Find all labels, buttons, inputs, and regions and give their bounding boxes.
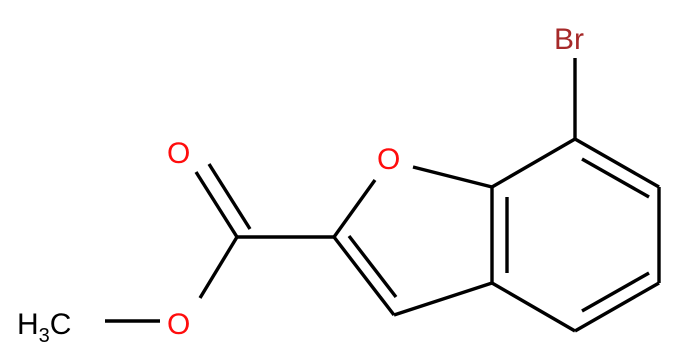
benzene-ring bbox=[490, 137, 661, 333]
bond-ccarbonyl-oester bbox=[198, 236, 239, 299]
furan-ring bbox=[332, 165, 493, 317]
ester-oxygen-label: O bbox=[167, 308, 190, 341]
bond-c7-c6 bbox=[574, 137, 660, 189]
bond-c5-c4 bbox=[574, 281, 660, 333]
methyl-c: C bbox=[50, 308, 72, 341]
methyl-label: H3C bbox=[17, 308, 71, 347]
bond-c3a-c3 bbox=[393, 281, 493, 317]
ester-group bbox=[105, 163, 334, 323]
bond-c4-c3a bbox=[491, 281, 576, 333]
bond-o1-c7a bbox=[412, 165, 493, 189]
bond-c3-c2-inner bbox=[347, 234, 398, 299]
bond-c3-c2 bbox=[332, 235, 396, 317]
carbonyl-oxygen-label: O bbox=[167, 137, 190, 170]
bromine-label: Br bbox=[554, 23, 584, 56]
bond-c2-o1 bbox=[332, 179, 377, 238]
methyl-h: H bbox=[17, 308, 39, 341]
bond-c6-c6-inner bbox=[581, 157, 650, 199]
bond-c4-inner bbox=[581, 271, 650, 313]
bond-c7a-c7 bbox=[491, 137, 576, 189]
methyl-subscript: 3 bbox=[39, 325, 50, 347]
ring-oxygen-label: O bbox=[377, 143, 400, 176]
bond-ccarbonyl-ocarbonyl-1 bbox=[194, 171, 239, 238]
bond-ccarbonyl-ocarbonyl-2 bbox=[207, 163, 252, 230]
